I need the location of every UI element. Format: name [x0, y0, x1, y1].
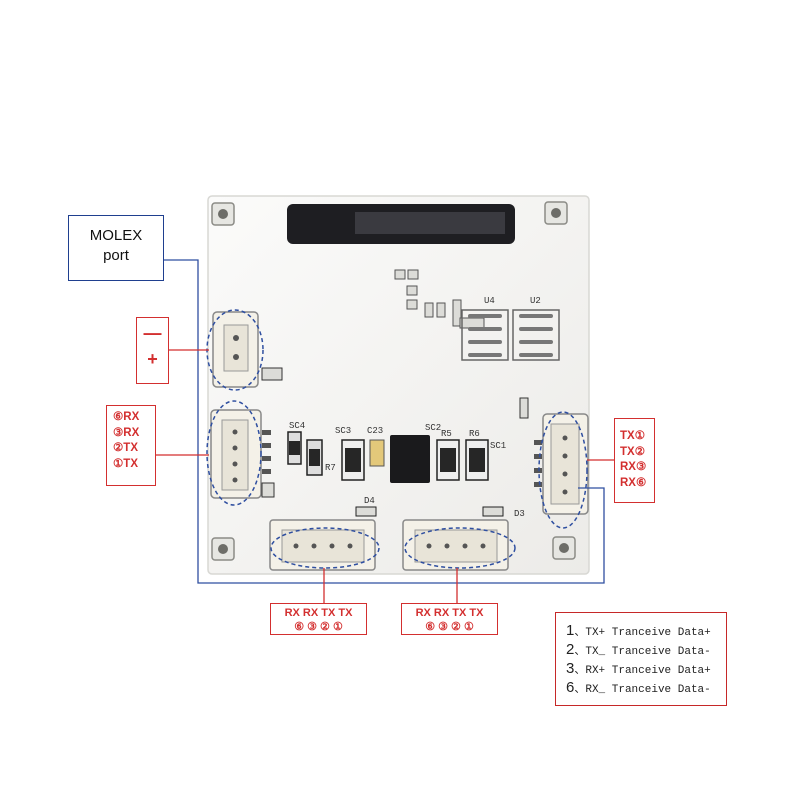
pcb-board [207, 195, 590, 575]
power-connector [212, 311, 259, 388]
silk-r7: R7 [325, 463, 336, 473]
power-minus: — [143, 323, 162, 343]
ic-footprints [461, 309, 560, 361]
bottom-right-pinout-label: RX RX TX TX ⑥ ③ ② ① [401, 603, 498, 635]
pin-legend: 1、TX+ Tranceive Data+ 2、TX_ Tranceive Da… [555, 612, 727, 706]
left-pin-4: ①TX [113, 457, 139, 470]
callout-leader-lines [156, 349, 614, 603]
molex-line1: MOLEX [89, 227, 143, 244]
mounting-holes [211, 201, 576, 561]
silk-c23: C23 [367, 426, 383, 436]
molex-line2: port [103, 247, 129, 264]
silk-r6: R6 [469, 429, 480, 439]
right-pin-4: RX⑥ [620, 476, 647, 489]
bottom-right-pins: ⑥ ③ ② ① [425, 621, 474, 633]
legend-row: 1、TX+ Tranceive Data+ [566, 621, 726, 640]
middle-components [287, 431, 504, 517]
legend-row: 3、RX+ Tranceive Data+ [566, 659, 726, 678]
legend-num: 3 [566, 660, 575, 677]
bottom-left-pins: ⑥ ③ ② ① [294, 621, 343, 633]
bottom-left-signals: RX RX TX TX [284, 607, 353, 619]
silk-sc3: SC3 [335, 426, 351, 436]
legend-num: 1 [566, 622, 575, 639]
legend-num: 6 [566, 679, 575, 696]
silk-u2: U2 [530, 296, 541, 306]
silk-u4: U4 [484, 296, 495, 306]
power-plus: + [147, 349, 158, 369]
left-rj-connector [210, 409, 271, 499]
legend-text: 、RX_ Tranceive Data- [574, 684, 711, 696]
molex-leader-lines [164, 259, 605, 584]
silk-sc4: SC4 [289, 421, 305, 431]
legend-text: 、TX_ Tranceive Data- [574, 646, 711, 658]
right-rj-connector [534, 413, 589, 515]
legend-row: 2、TX_ Tranceive Data- [566, 640, 726, 659]
left-pinout-label: ⑥RX ③RX ②TX ①TX [106, 405, 156, 486]
bottom-left-pinout-label: RX RX TX TX ⑥ ③ ② ① [270, 603, 367, 635]
legend-row: 6、RX_ Tranceive Data- [566, 678, 726, 697]
bottom-left-connector [269, 519, 376, 571]
bottom-right-connector [402, 519, 509, 571]
left-pin-3: ②TX [113, 442, 139, 454]
legend-text: 、RX+ Tranceive Data+ [574, 665, 711, 677]
silk-sc2: SC2 [425, 423, 441, 433]
right-pin-3: RX③ [620, 461, 647, 473]
right-pin-1: TX① [620, 430, 646, 442]
legend-num: 2 [566, 641, 575, 658]
molex-port-label: MOLEX port [68, 215, 164, 281]
silk-d3: D3 [514, 509, 525, 519]
right-pinout-label: TX① TX② RX③ RX⑥ [614, 418, 655, 503]
right-pin-2: TX② [620, 445, 646, 458]
left-pin-2: ③RX [113, 426, 140, 439]
silk-r5: R5 [441, 429, 452, 439]
power-polarity-label: — + [136, 317, 169, 384]
silk-sc1: SC1 [490, 441, 506, 451]
legend-text: 、TX+ Tranceive Data+ [574, 627, 711, 639]
highlight-ellipses [206, 309, 588, 569]
left-pin-1: ⑥RX [113, 411, 140, 423]
silk-d4: D4 [364, 496, 375, 506]
bottom-right-signals: RX RX TX TX [415, 607, 484, 619]
